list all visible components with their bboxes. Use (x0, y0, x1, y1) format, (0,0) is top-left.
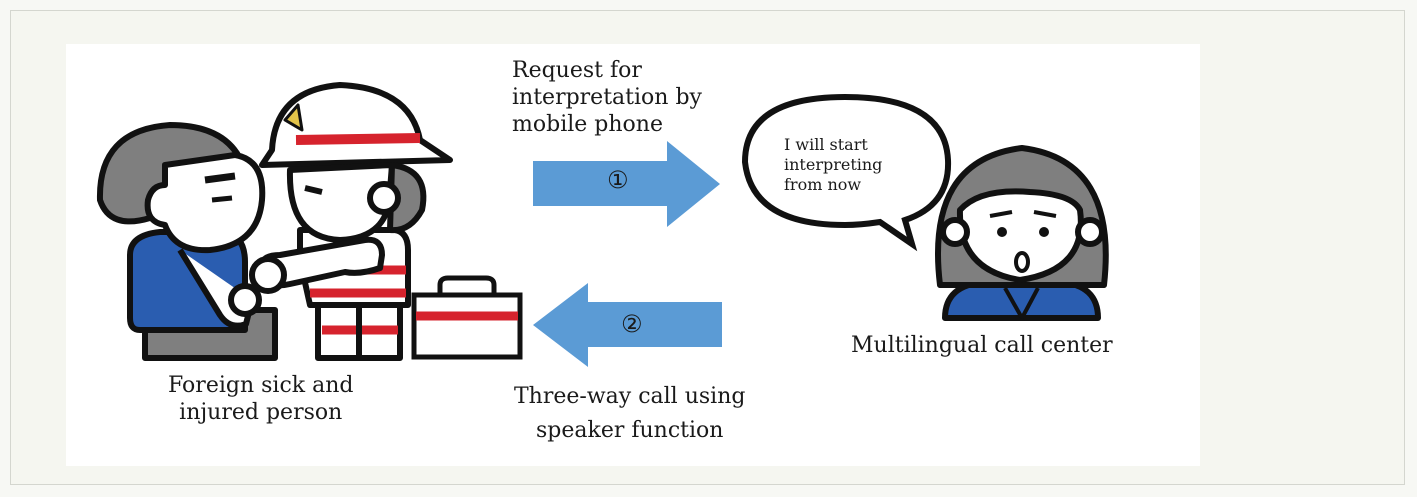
step-one-marker: ① (607, 166, 629, 194)
speech-bubble (741, 93, 952, 252)
paramedic-figure-icon (249, 82, 453, 361)
three-way-call-label: Three-way call using speaker function (514, 384, 746, 443)
arrow-response (533, 283, 722, 367)
arrow-request (533, 141, 720, 227)
first-aid-kit-icon (411, 275, 523, 360)
call-center-label: Multilingual call center (851, 333, 1113, 358)
patient-figure-icon (96, 122, 278, 361)
operator-figure-icon (934, 145, 1109, 321)
speech-bubble-text: I will start interpreting from now (784, 135, 883, 194)
patient-label: Foreign sick and injured person (168, 373, 354, 425)
step-two-marker: ② (621, 310, 643, 338)
request-label: Request for interpretation by mobile pho… (512, 58, 702, 137)
